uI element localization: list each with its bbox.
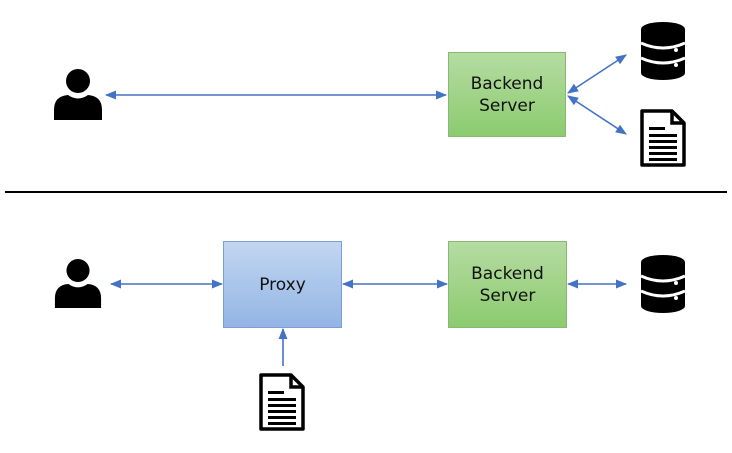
database-icon [640, 22, 686, 80]
backend-server-box-top: Backend Server [448, 52, 566, 137]
document-icon [640, 109, 686, 167]
backend-label-line2: Server [479, 285, 536, 306]
database-icon [640, 255, 686, 313]
backend-server-box-bottom: Backend Server [448, 241, 567, 328]
proxy-box: Proxy [223, 241, 342, 328]
user-icon [54, 258, 102, 308]
user-icon [54, 69, 102, 120]
document-icon [259, 373, 305, 431]
proxy-label: Proxy [259, 274, 306, 295]
arrow-backend-to-database-top [567, 54, 627, 94]
backend-label-line1: Backend [471, 263, 544, 284]
arrow-backend-to-document-top [567, 95, 627, 135]
backend-label-line1: Backend [470, 73, 544, 94]
backend-label-line2: Server [479, 95, 535, 116]
